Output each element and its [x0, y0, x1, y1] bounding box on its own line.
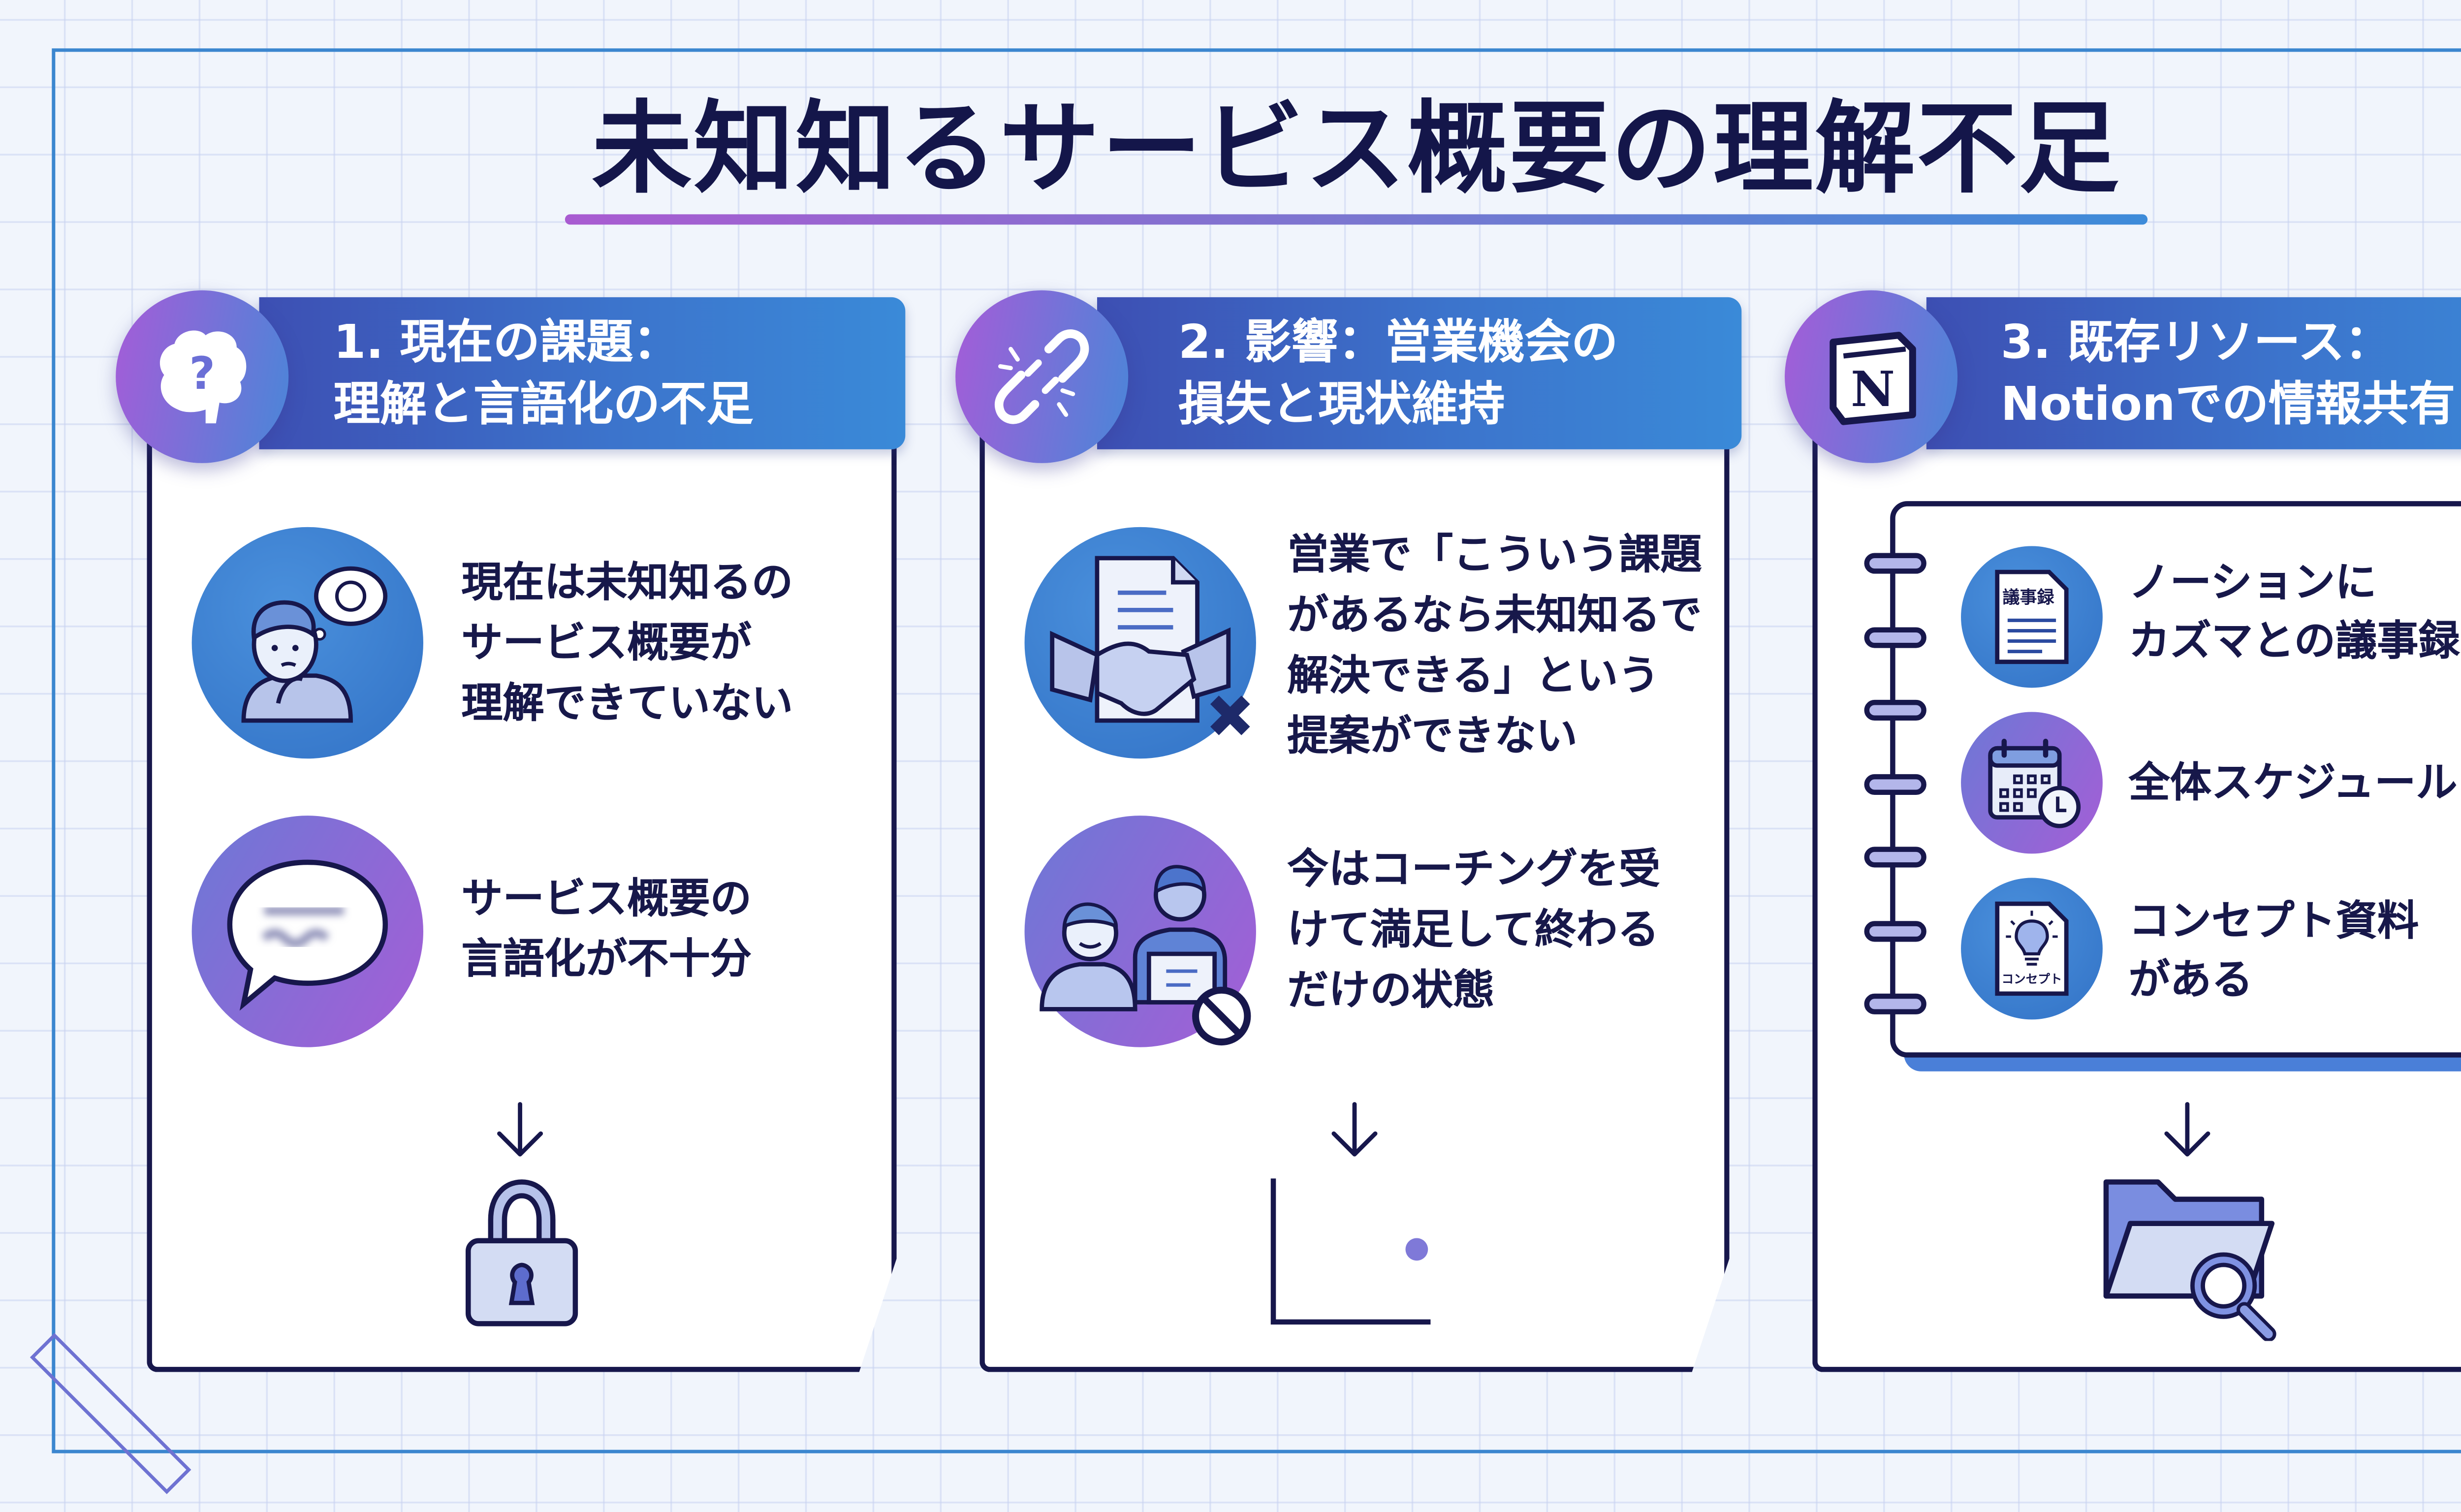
- text-line: ノーションに: [2128, 558, 2377, 607]
- text-line: カズマとの議事録: [2128, 617, 2460, 665]
- page-title: 未知知るサービス概要の理解不足: [592, 90, 2121, 208]
- card-1-item-2-text: サービス概要の 言語化が不十分: [461, 869, 752, 990]
- text-line: コンセプト資料: [2128, 897, 2419, 945]
- notebook-ring: [1864, 774, 1926, 795]
- text-line: だけの状態: [1287, 966, 1495, 1014]
- coaching-certificate-prohibited-icon: [1024, 816, 1256, 1047]
- text-line: 解決できる」という: [1287, 651, 1660, 700]
- card-1-item-1-text: 現在は未知知るの サービス概要が 理解できていない: [461, 553, 793, 734]
- text-line: けて満足して終わる: [1287, 905, 1659, 954]
- card-3-header: [1926, 297, 2461, 449]
- trend-end-point: [1405, 1238, 1428, 1261]
- text-line: 提案ができない: [1287, 712, 1578, 760]
- notebook-ring: [1864, 847, 1926, 868]
- notebook-ring: [1864, 921, 1926, 942]
- icon-label: コンセプト: [2002, 972, 2062, 986]
- notebook-item-2-text: 全体スケジュール: [2129, 754, 2458, 812]
- text-line: 今はコーチングを受: [1287, 845, 1661, 894]
- card-1-heading-line1: 1. 現在の課題：: [333, 316, 680, 370]
- confused-person-icon: [191, 527, 423, 759]
- text-line: がある: [2128, 955, 2253, 1004]
- title-underline: [565, 214, 2148, 225]
- text-line: 言語化が不十分: [461, 935, 752, 983]
- notebook-ring: [1864, 553, 1926, 574]
- concept-lightbulb-document-icon: コンセプト: [1961, 878, 2103, 1020]
- icon-label: 議事録: [2002, 587, 2054, 607]
- card-1-header: [259, 297, 906, 449]
- notebook-item-1-text: ノーションに カズマとの議事録: [2129, 553, 2460, 670]
- text-line: サービス概要が: [461, 618, 752, 667]
- blurred-speech-bubble-icon: [191, 816, 423, 1047]
- text-line: 営業で「こういう課題: [1287, 530, 1702, 579]
- text-line: 全体スケジュール: [2128, 758, 2458, 807]
- svg-text:N: N: [1851, 361, 1895, 418]
- text-line: があるなら未知知るで: [1287, 591, 1702, 640]
- card-2-item-1-text: 営業で「こういう課題 があるなら未知知るで 解決できる」という 提案ができない: [1287, 525, 1702, 767]
- handshake-contract-cross-icon: [1024, 527, 1256, 759]
- down-arrow-icon: [497, 1102, 543, 1157]
- broken-link-icon: [955, 290, 1129, 463]
- card-3-heading-line1: 3. 既存リソース：: [2000, 316, 2392, 370]
- notebook-item-3-text: コンセプト資料 がある: [2129, 892, 2419, 1009]
- down-arrow-icon: [1331, 1102, 1378, 1157]
- card-2-heading-line1: 2. 影響：営業機会の: [1178, 316, 1618, 370]
- folder-search-icon: [2103, 1179, 2276, 1341]
- text-line: 現在は未知知るの: [461, 558, 793, 607]
- brain-question-icon: ?: [116, 290, 289, 463]
- card-2-heading-line2: 損失と現状維持: [1178, 378, 1505, 432]
- card-2-item-2-text: 今はコーチングを受 けて満足して終わる だけの状態: [1287, 840, 1660, 1021]
- down-arrow-icon: [2164, 1102, 2210, 1157]
- svg-text:?: ?: [189, 347, 215, 400]
- notion-logo-icon: N: [1785, 290, 1958, 463]
- outer-frame: [52, 48, 2461, 1453]
- notebook-ring: [1864, 993, 1926, 1014]
- calendar-clock-icon: [1961, 712, 2103, 854]
- minutes-document-icon: 議事録: [1961, 546, 2103, 688]
- notebook-ring: [1864, 699, 1926, 721]
- padlock-icon: [465, 1179, 578, 1326]
- text-line: サービス概要の: [461, 874, 752, 923]
- text-line: 理解できていない: [461, 679, 793, 728]
- card-3-heading-line2: Notionでの情報共有: [2000, 378, 2456, 432]
- card-1-heading-line2: 理解と言語化の不足: [333, 378, 754, 432]
- notebook-ring: [1864, 627, 1926, 648]
- flat-line-chart-icon: [1270, 1178, 1431, 1325]
- card-2-header: [1097, 297, 1742, 449]
